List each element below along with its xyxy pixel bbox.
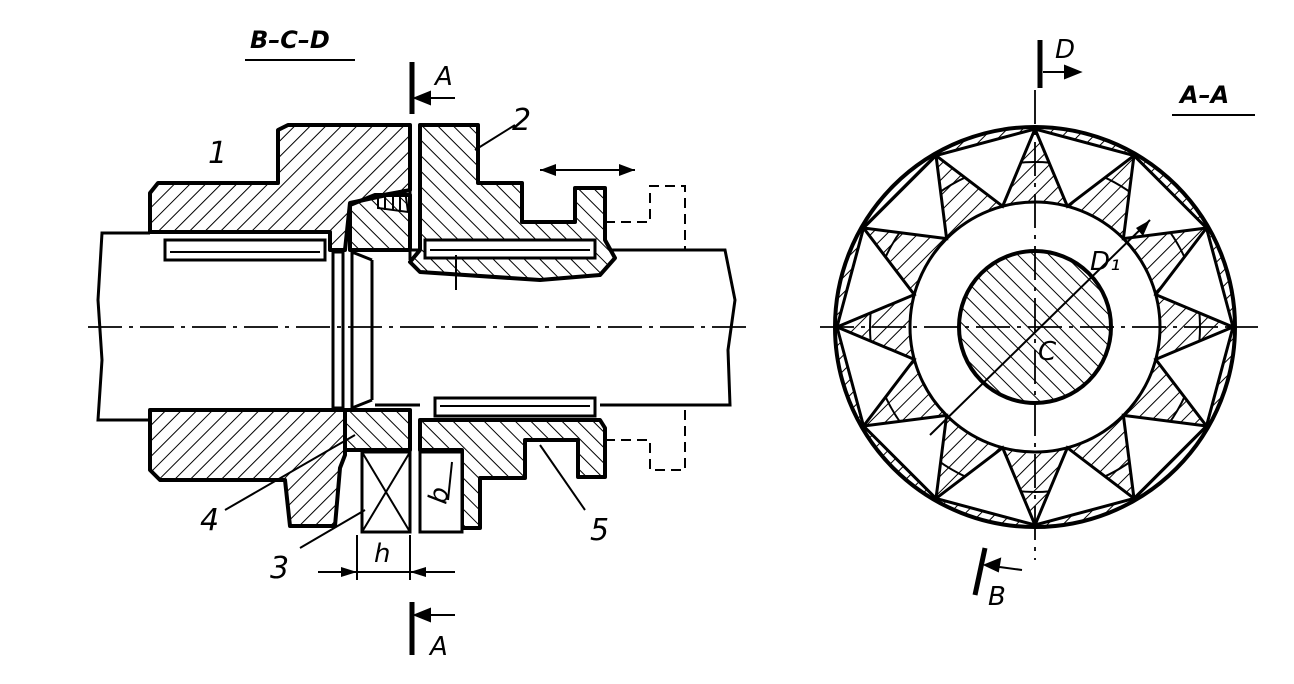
- inner-ring-4-lower: [343, 408, 412, 452]
- star-element: [834, 224, 917, 330]
- pin: [377, 188, 410, 214]
- star-element: [932, 445, 1038, 528]
- cut-label-top: A: [433, 62, 453, 92]
- part-number-3: 3: [270, 551, 289, 586]
- cut-arrow-b: [982, 557, 1023, 573]
- leader-3: [299, 509, 366, 549]
- diameter-arrow: [1136, 220, 1150, 236]
- phantom-outline-upper: [605, 185, 686, 250]
- right-shaft-outline: [600, 248, 737, 407]
- star-element: [860, 152, 949, 241]
- cut-arrow-bottom: [412, 607, 455, 623]
- dimension-b-label: b: [423, 485, 455, 506]
- diameter-line: [929, 219, 1151, 436]
- star-element: [1153, 324, 1236, 430]
- section-view: B–C–D A A 1 2 3 4 5 h b: [88, 26, 752, 662]
- left-shaft-outline: [96, 231, 150, 422]
- star-element: [1153, 224, 1236, 330]
- cut-label-bottom: A: [428, 632, 448, 662]
- leader-4: [224, 434, 356, 511]
- marker-d-label: D: [1055, 35, 1075, 65]
- part-number-5: 5: [590, 513, 609, 548]
- part-number-4: 4: [200, 503, 219, 538]
- elastic-block-b: [418, 450, 464, 534]
- center-plate-2: [350, 250, 374, 410]
- end-view-title: A–A: [1178, 81, 1229, 109]
- movement-arrow: [540, 164, 635, 176]
- marker-c-label: C: [1038, 337, 1057, 367]
- star-elements: [834, 126, 1236, 528]
- dimension-h-label: h: [374, 539, 390, 569]
- section-title: B–C–D: [250, 26, 330, 54]
- cut-arrow-d: [1043, 64, 1083, 80]
- part-number-2: 2: [512, 103, 531, 138]
- marker-b-label: B: [988, 582, 1006, 612]
- leader-2: [474, 124, 516, 151]
- dimension-h: [318, 535, 455, 580]
- key-left-upper: [163, 238, 327, 262]
- leader-5: [539, 444, 586, 511]
- elastic-block-b-dim: [447, 461, 453, 501]
- cut-mark-b: [972, 547, 988, 596]
- diameter-label: D₁: [1090, 247, 1120, 277]
- star-element: [1121, 413, 1210, 502]
- end-view: A–A D B C D₁: [820, 35, 1258, 612]
- half-coupling-1-lower: [148, 408, 347, 528]
- star-element: [1032, 445, 1138, 528]
- part-number-1: 1: [208, 136, 227, 171]
- phantom-outline-lower: [605, 405, 686, 471]
- star-element: [932, 126, 1038, 209]
- elastic-block-cross: [361, 451, 411, 533]
- star-element: [1121, 152, 1210, 241]
- center-plate: [331, 250, 345, 410]
- star-element: [860, 413, 949, 502]
- star-element: [1032, 126, 1138, 209]
- cut-arrow-top: [412, 90, 455, 106]
- star-element: [834, 324, 917, 430]
